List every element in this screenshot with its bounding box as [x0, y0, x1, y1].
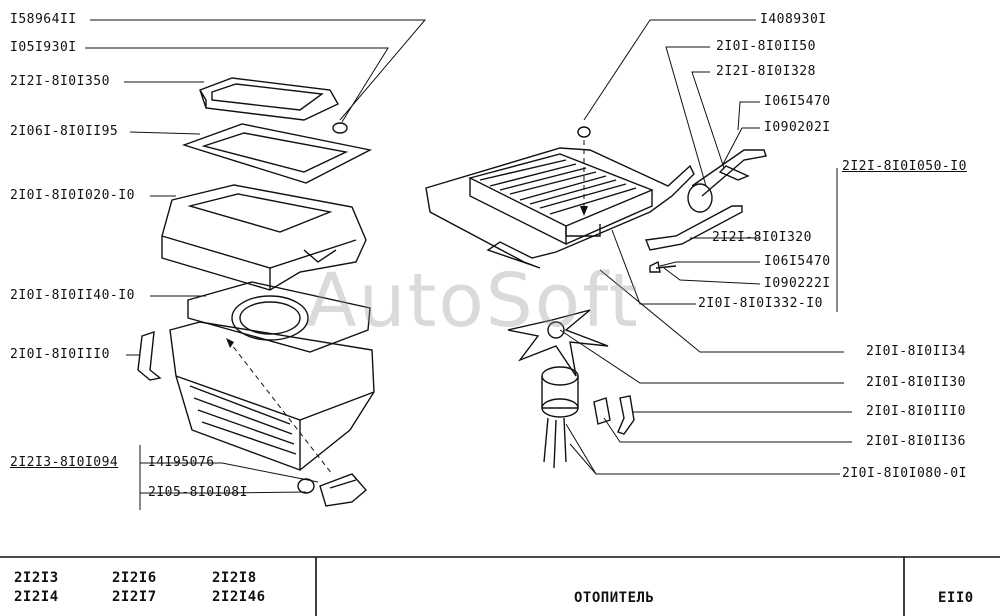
part-label: 2I0I-8I0I332-I0 — [698, 296, 823, 311]
model-code: 2I2I6 — [112, 570, 157, 586]
title-block-frame — [0, 556, 1000, 616]
nut-part — [332, 122, 348, 134]
part-label: 2I0I-8I0I020-I0 — [10, 188, 135, 203]
part-label: I06I5470 — [764, 254, 831, 269]
page-title: ОТОПИТЕЛЬ — [574, 590, 655, 606]
fan-part — [507, 309, 609, 377]
part-label: 2I0I-8I0II50 — [716, 39, 816, 54]
part-label: I58964II — [10, 12, 77, 27]
clip-left-part — [137, 330, 162, 381]
part-label: 2I05-8I0I08I — [148, 485, 248, 500]
part-label: 2I0I-8I0III0 — [10, 347, 110, 362]
part-label: 2I0I-8I0I080-0I — [842, 466, 967, 481]
part-label: I4I95076 — [148, 455, 215, 470]
part-label: 2I2I-8I0I328 — [716, 64, 816, 79]
valve-part — [297, 473, 367, 507]
clip-right-part — [617, 395, 635, 435]
radiator-seal-part — [425, 147, 695, 269]
part-label: 2I2I3-8I0I094 — [10, 455, 119, 470]
insulator-block-part — [593, 397, 611, 425]
model-code: 2I2I4 — [14, 589, 59, 605]
part-label: 2I2I-8I0I350 — [10, 74, 110, 89]
screw-part — [649, 260, 677, 273]
model-code: 2I2I7 — [112, 589, 157, 605]
part-label: 2I2I-8I0I320 — [712, 230, 812, 245]
model-code: 2I2I46 — [212, 589, 266, 605]
pipe-upper-part — [687, 149, 767, 213]
nut-top-part — [577, 126, 591, 138]
lower-housing-part — [169, 321, 375, 471]
upper-housing-part — [161, 184, 367, 291]
exploded-parts-diagram — [85, 19, 852, 510]
part-label: I408930I — [760, 12, 827, 27]
radiator-part — [468, 153, 654, 246]
page-code: EII0 — [938, 590, 974, 606]
part-label: I06I5470 — [764, 94, 831, 109]
model-code: 2I2I3 — [14, 570, 59, 586]
part-label: I090222I — [764, 276, 831, 291]
pipe-lower-part — [645, 205, 743, 251]
heater-lid-part — [199, 77, 339, 121]
part-label: 2I06I-8I0II95 — [10, 124, 119, 139]
model-code: 2I2I8 — [212, 570, 257, 586]
part-label: 2I2I-8I0I050-I0 — [842, 159, 967, 174]
part-label: I05I930I — [10, 40, 77, 55]
motor-part — [541, 366, 579, 469]
part-label: 2I0I-8I0II40-I0 — [10, 288, 135, 303]
assembly-arrow-icon — [226, 338, 234, 348]
part-label: 2I0I-8I0III0 — [866, 404, 966, 419]
part-label: 2I0I-8I0II30 — [866, 375, 966, 390]
part-label: I090202I — [764, 120, 831, 135]
part-label: 2I0I-8I0II34 — [866, 344, 966, 359]
flange-plate-part — [187, 281, 371, 353]
part-label: 2I0I-8I0II36 — [866, 434, 966, 449]
assembly-arrow-down-icon — [580, 206, 588, 216]
gasket-part — [181, 123, 373, 184]
